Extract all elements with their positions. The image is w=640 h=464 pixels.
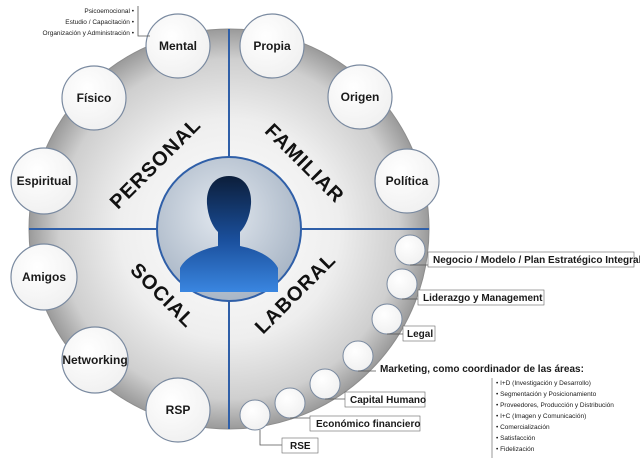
laboral-item-rse: RSE [239,399,319,454]
circle-propia: Propia [239,13,305,79]
liderazgo-label: Liderazgo y Management [423,293,543,304]
marketing-subitem-5: • Comercialización [496,424,550,431]
circle-rsp: RSP [145,377,211,443]
circle-fisico-label: Físico [77,91,112,105]
marketing-subitem-1: • I+D (Investigación y Desarrollo) [496,380,591,387]
circle-origen-label: Origen [341,90,380,104]
marketing-subitem-7: • Fidelización [496,446,535,453]
mental-subitem-1: Psicoemocional • [84,8,134,15]
laboral-item-economico: Económico financiero [274,387,420,432]
circle-amigos: Amigos [10,243,78,311]
circle-politica: Política [374,148,440,214]
laboral-item-capital: Capital Humano [309,368,426,408]
negocio-label: Negocio / Modelo / Plan Estratégico Inte… [433,255,640,266]
circle-mental-label: Mental [159,39,197,53]
circle-fisico: Físico [61,65,127,131]
capital-label: Capital Humano [350,395,426,406]
circle-propia-label: Propia [253,39,291,53]
laboral-item-liderazgo: Liderazgo y Management [386,268,545,306]
circle-rsp-label: RSP [166,403,191,417]
mental-subitem-2: Estudio / Capacitación • [65,19,134,26]
circle-espiritual: Espiritual [10,147,78,215]
circle-origen: Origen [327,64,393,130]
person-silhouette-icon [180,176,278,292]
rse-label: RSE [290,441,311,452]
mental-callout: Psicoemocional • Estudio / Capacitación … [42,6,150,37]
marketing-label: Marketing, como coordinador de las áreas… [380,364,584,375]
laboral-item-negocio: Negocio / Modelo / Plan Estratégico Inte… [394,234,640,268]
marketing-subitem-6: • Satisfacción [496,435,536,442]
circle-mental: Mental [145,13,211,79]
laboral-item-legal: Legal [371,303,436,342]
legal-label: Legal [407,329,433,340]
circle-networking-label: Networking [62,353,127,367]
circle-networking: Networking [61,326,129,394]
economico-label: Económico financiero [316,419,420,430]
laboral-item-marketing: Marketing, como coordinador de las áreas… [342,340,614,458]
circle-amigos-label: Amigos [22,270,66,284]
marketing-subitem-2: • Segmentación y Posicionamiento [496,391,597,398]
marketing-subitem-4: • I+C (Imagen y Comunicación) [496,413,586,420]
marketing-subitem-3: • Proveedores, Producción y Distribución [496,402,614,409]
mental-subitem-3: Organización y Administración • [42,30,134,37]
circle-espiritual-label: Espiritual [17,174,72,188]
circle-politica-label: Política [386,174,429,188]
